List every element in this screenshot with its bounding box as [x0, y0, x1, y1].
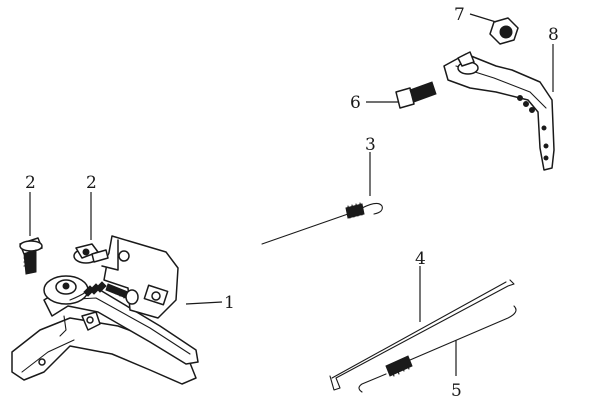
flange-bolt-right [73, 243, 109, 264]
callout-4: 4 [415, 249, 426, 269]
spring [69, 281, 107, 301]
callout-5: 5 [451, 381, 462, 401]
control-rod [329, 279, 515, 391]
callout-3: 3 [365, 135, 376, 155]
hex-bolt [395, 81, 437, 109]
leader-7 [469, 13, 497, 23]
leader-1 [185, 301, 223, 305]
callout-2-right: 2 [86, 173, 97, 193]
governor-bracket [443, 51, 555, 171]
adjust-screw [105, 283, 139, 305]
throttle-control-assembly [11, 235, 199, 385]
callout-8: 8 [548, 25, 559, 45]
hex-nut [489, 17, 519, 45]
throttle-spring [261, 202, 383, 245]
callout-1: 1 [224, 293, 235, 313]
callout-7: 7 [454, 5, 465, 25]
spring-rod [358, 305, 517, 393]
flange-bolt-left [19, 237, 43, 275]
callout-2-left: 2 [25, 173, 36, 193]
callout-6: 6 [350, 93, 361, 113]
